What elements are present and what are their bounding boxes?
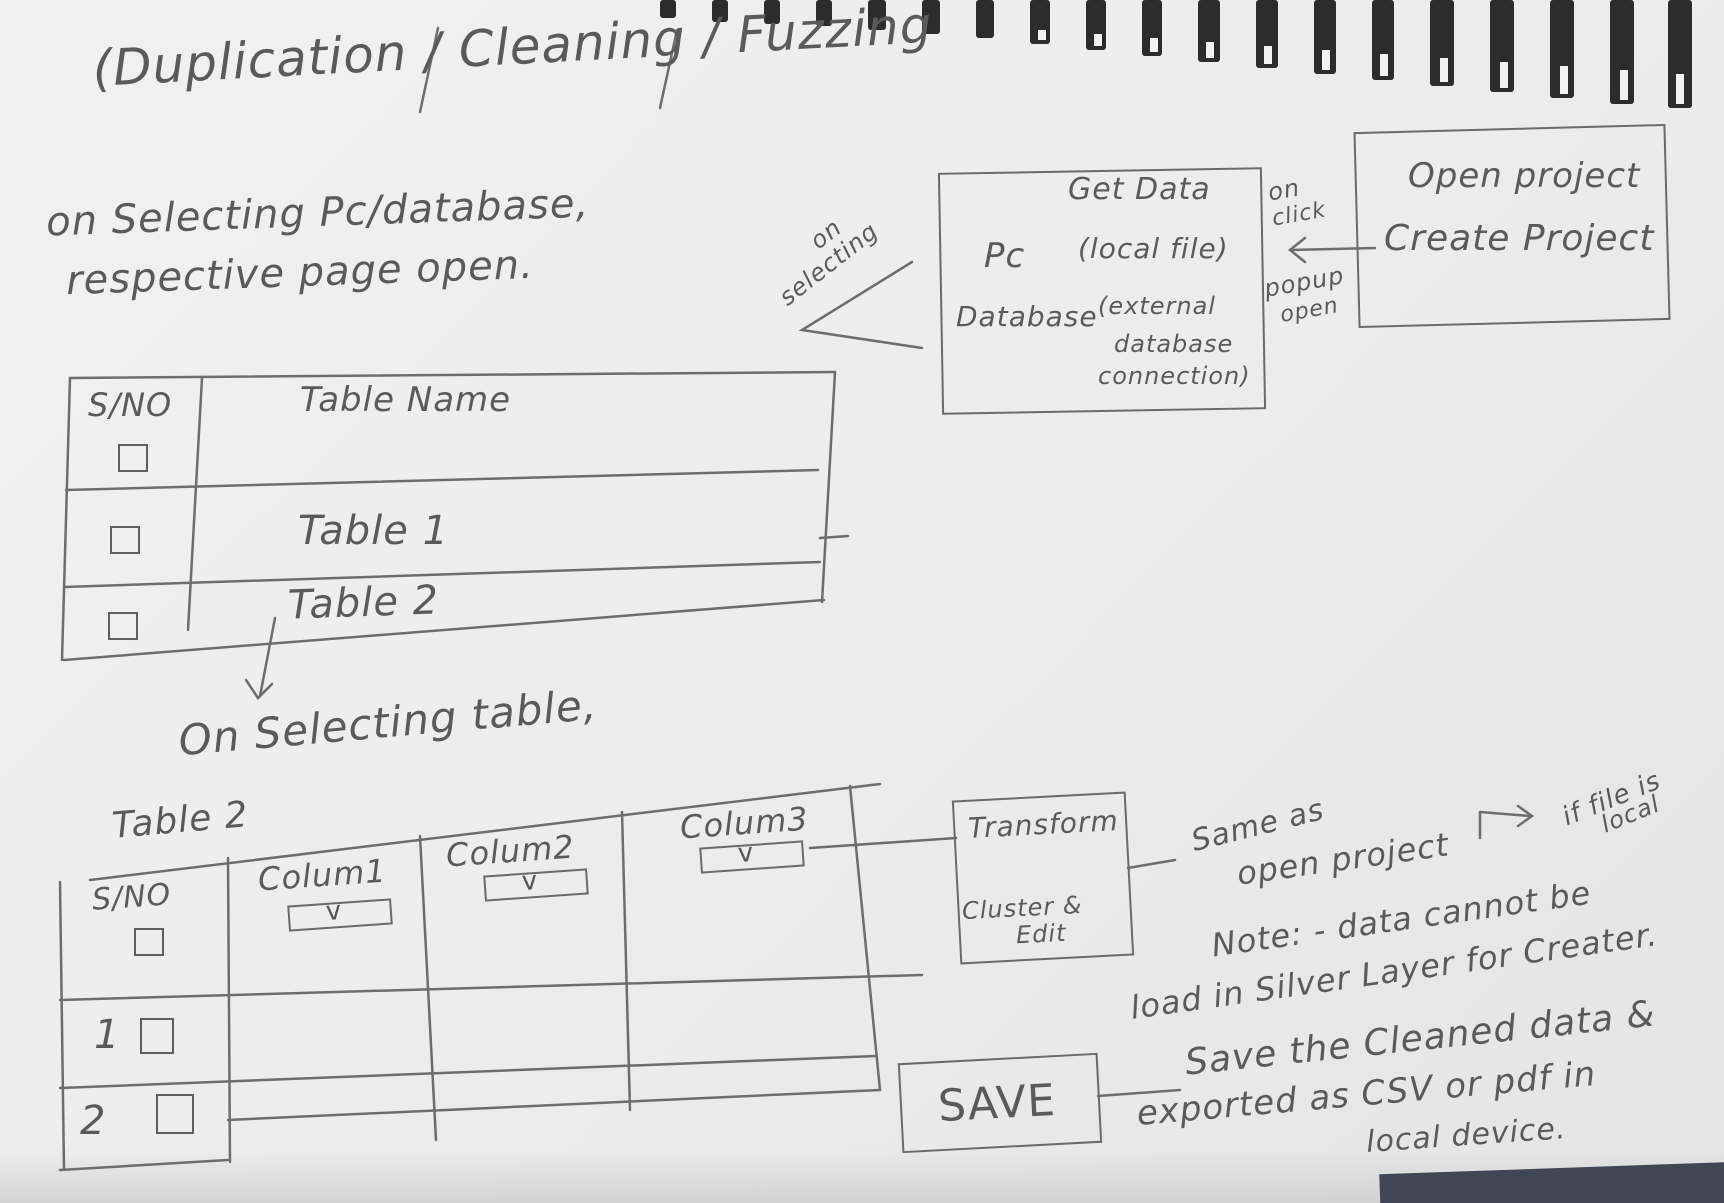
table-1-checkbox[interactable]	[110, 526, 140, 554]
chevron-down-icon: v	[324, 895, 343, 927]
table-row-1[interactable]: Table 1	[298, 508, 450, 554]
database-option-desc-1: (external	[1098, 292, 1216, 320]
select-all-rows-checkbox[interactable]	[134, 928, 164, 956]
database-option[interactable]: Database	[956, 300, 1098, 333]
pc-option[interactable]: Pc	[984, 236, 1026, 276]
open-project-button[interactable]: Open project	[1408, 156, 1641, 196]
cluster-edit-button-line2: Edit	[1015, 918, 1068, 950]
create-project-button[interactable]: Create Project	[1384, 218, 1655, 259]
tables-header-name: Table Name	[300, 380, 512, 420]
select-all-tables-checkbox[interactable]	[118, 444, 148, 472]
spiral-binding	[660, 0, 1692, 108]
table-row-2[interactable]: Table 2	[287, 577, 440, 629]
database-option-desc-3: connection)	[1098, 362, 1251, 390]
row-2-number: 2	[80, 1098, 107, 1144]
table-2-checkbox[interactable]	[108, 612, 138, 640]
get-data-title: Get Data	[1068, 172, 1211, 207]
database-option-desc-2: database	[1114, 330, 1234, 358]
row-1-checkbox[interactable]	[140, 1018, 174, 1054]
chevron-down-icon: v	[520, 865, 539, 897]
row-2-checkbox[interactable]	[156, 1094, 194, 1134]
row-1-number: 1	[94, 1012, 121, 1058]
chevron-down-icon: v	[736, 837, 755, 869]
table-view-header-sno: S/NO	[90, 877, 173, 918]
save-button-label: SAVE	[936, 1074, 1058, 1133]
pc-option-desc: (local file)	[1078, 232, 1229, 265]
tables-header-sno: S/NO	[88, 386, 173, 424]
